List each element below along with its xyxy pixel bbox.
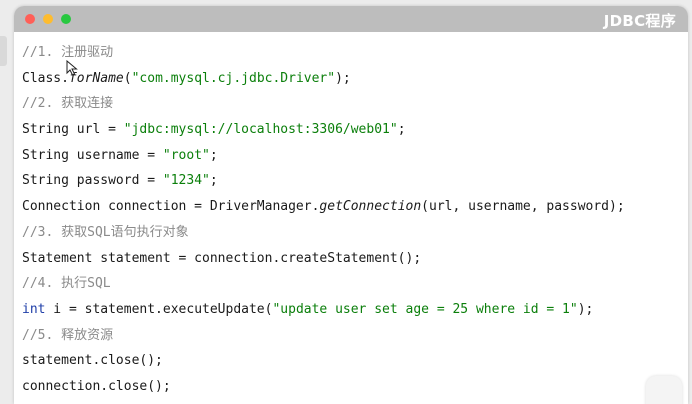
mouse-cursor-icon — [66, 60, 78, 76]
code-line-connection-close: connection.close(); — [22, 378, 171, 394]
code-line-execute: int i = statement.executeUpdate("update … — [22, 301, 594, 317]
floating-widget — [646, 376, 682, 404]
code-block: //1. 注册驱动 Class.forName("com.mysql.cj.jd… — [22, 40, 625, 400]
code-comment-4: //4. 执行SQL — [22, 276, 111, 292]
code-comment-5: //5. 释放资源 — [22, 327, 114, 343]
code-comment-2: //2. 获取连接 — [22, 96, 114, 112]
code-line-password: String password = "1234"; — [22, 173, 218, 189]
maximize-window-button[interactable] — [61, 14, 71, 24]
code-line-url: String url = "jdbc:mysql://localhost:330… — [22, 122, 406, 138]
window-titlebar: JDBC程序 — [14, 6, 688, 32]
side-tab — [0, 36, 7, 66]
code-line-statement: Statement statement = connection.createS… — [22, 250, 422, 266]
minimize-window-button[interactable] — [43, 14, 53, 24]
code-comment-3: //3. 获取SQL语句执行对象 — [22, 224, 189, 240]
code-comment-1: //1. 注册驱动 — [22, 45, 114, 60]
close-window-button[interactable] — [25, 14, 35, 24]
code-line-register-driver: Class.forName("com.mysql.cj.jdbc.Driver"… — [22, 70, 351, 86]
code-line-connection: Connection connection = DriverManager.ge… — [22, 199, 625, 215]
window-title: JDBC程序 — [603, 12, 676, 30]
code-line-statement-close: statement.close(); — [22, 353, 163, 369]
code-window: JDBC程序 //1. 注册驱动 Class.forName("com.mysq… — [14, 6, 688, 404]
code-line-username: String username = "root"; — [22, 147, 218, 163]
